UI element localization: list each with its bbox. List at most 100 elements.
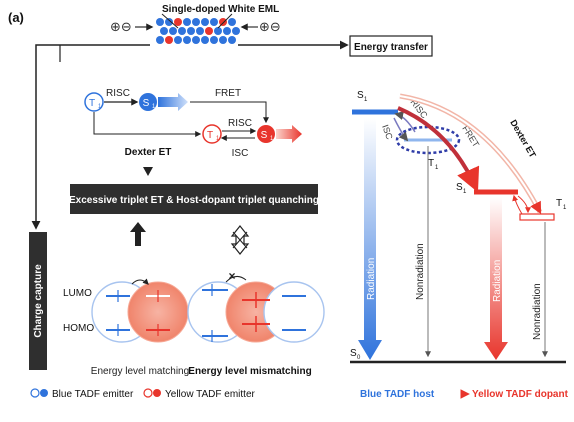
eml-molecule [183,36,191,44]
s0-text: S [350,348,357,359]
eml-molecule [174,18,182,26]
fret-label: FRET [215,88,241,99]
host-s1-node [139,93,157,111]
eml-molecule [232,27,240,35]
eml-molecule [210,36,218,44]
left-energy-scheme: T 1 S 1 RISC FRET T 1 S 1 RISC ISC Dexte… [84,88,302,176]
right-carriers-icon: ⊕⊖ [259,19,281,34]
mismatch-second-host-orbital [263,281,325,343]
mismatch-transfer-arrow [225,276,247,283]
dopant-t1-sub: 1 [216,136,220,142]
panel-label: (a) [8,10,24,25]
eml-molecule [187,27,195,35]
dopant-t1-text: T [556,198,562,209]
eml-molecule [219,18,227,26]
dexter-transfer-label: Dexter ET [508,118,538,160]
mismatch-cross-icon: × [228,269,235,283]
risc-top-label: RISC [106,88,130,99]
dopant-s1-text: S [456,182,463,193]
eml-molecule [228,36,236,44]
match-transfer-arrow [131,278,149,285]
host-nonradiation-label: Nonradiation [415,243,426,300]
eml-molecule [210,18,218,26]
lumo-label: LUMO [63,288,92,299]
legend-red-filled-dot [153,389,161,397]
dopant-isc-curve [517,195,531,214]
legend-blue-filled-dot [40,389,48,397]
blue-radiation-arrow [358,118,382,360]
dopant-risc-curve [512,194,523,215]
legend-blue-label: Blue TADF emitter [52,389,134,400]
legend-red-outline-dot [143,388,153,398]
dexter-down-arrow-icon [143,167,153,176]
eml-molecule [165,18,173,26]
host-risc-arrow [394,111,416,133]
legend: Blue TADF emitter Yellow TADF emitter [30,388,256,400]
dopant-s1-sub: 1 [270,136,274,142]
dopant-nonradiation-label: Nonradiation [532,283,543,340]
jablonski-diagram: S 1 T 1 RISC ISC S 1 T 1 FRET Dexter ET … [350,90,569,400]
homo-label: HOMO [63,323,94,334]
host-s1-text: S [357,90,364,101]
eml-molecule [160,27,168,35]
host-s1-subtext: 1 [364,97,368,103]
host-isc-arrow [393,117,409,142]
blue-radiation-label: Radiation [366,258,377,300]
eml-pointer-right [217,13,233,29]
charge-capture-line [31,44,150,230]
host-label: Blue TADF host [360,389,435,400]
eml-molecule [214,27,222,35]
eml-molecule [165,36,173,44]
energy-transfer-label: Energy transfer [354,42,428,53]
host-t1-sub: 1 [98,104,102,110]
legend-yellow-label: Yellow TADF emitter [165,389,256,400]
eml-molecule [205,27,213,35]
eml-molecule [183,18,191,26]
host-t1-text: T [428,158,434,169]
mismatch-up-arrow-icon [230,225,250,255]
dopant-label: Yellow TADF dopant [472,389,569,400]
s0-subtext: 0 [357,355,361,361]
eml-molecule [201,36,209,44]
left-carriers-icon: ⊕⊖ [110,19,132,34]
yellow-radiation-label: Radiation [492,260,503,302]
dopant-s1-subtext: 1 [463,189,467,195]
match-caption: Energy level matching [91,366,189,377]
dopant-t1-subtext: 1 [563,205,567,211]
eml-molecule [169,27,177,35]
energy-transfer-box [349,35,433,57]
eml-molecule [156,18,164,26]
legend-blue-outline-dot [30,388,40,398]
host-s1-sub: 1 [152,104,156,110]
dexter-path-arrow [93,112,202,137]
quench-banner-text: Excessive triplet ET & Host-dopant tripl… [69,195,319,206]
host-s1-label: S [143,98,150,109]
dopant-s1-node [257,125,275,143]
eml-layer: Single-doped White EML ⊕⊖ ⊕⊖ [110,4,281,44]
host-t1-node [84,92,104,112]
eml-molecule [196,27,204,35]
dexter-label: Dexter ET [125,147,172,158]
eml-molecule [178,27,186,35]
eml-molecules [156,18,240,44]
dexter-transfer-inner [399,95,542,215]
dopant-t1-level [519,213,555,221]
eml-molecule [174,36,182,44]
dopant-t1-node [202,124,222,144]
eml-molecule [192,18,200,26]
eml-molecule [201,18,209,26]
eml-pointer-left [161,13,179,29]
blue-emission-icon [158,93,188,111]
dopant-risc-label: RISC [228,118,252,129]
host-isc-label: ISC [380,123,395,141]
eml-molecule [192,36,200,44]
eml-title: Single-doped White EML [162,4,279,15]
dopant-isc-label: ISC [232,148,249,159]
eml-molecule [219,36,227,44]
quench-banner [70,184,318,214]
yellow-radiation-arrow [484,197,508,360]
eml-molecule [223,27,231,35]
fret-arrow [190,101,269,124]
eml-molecule [228,18,236,26]
